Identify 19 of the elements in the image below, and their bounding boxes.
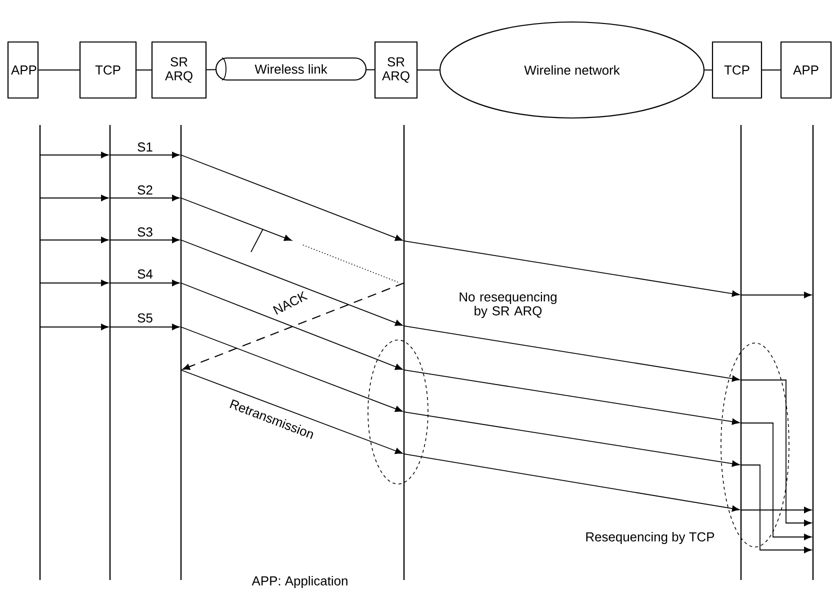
connector-line (206, 69, 216, 70)
legend-note: APP: Application (252, 576, 348, 588)
segment-label: S5 (138, 313, 152, 323)
link-cylinder: Wireless link (215, 57, 367, 81)
connector-line (366, 69, 375, 70)
annotation-text: No resequencing by SR ARQ (460, 292, 556, 318)
layer-box: SR ARQ (151, 41, 207, 99)
segment-label: S3 (138, 227, 152, 237)
segment-label: S1 (138, 142, 152, 152)
dashed-ellipse (720, 342, 790, 548)
layer-box: TCP (79, 41, 137, 99)
segment-label: S4 (138, 269, 153, 279)
dashed-ellipse (368, 340, 428, 484)
layer-box: SR ARQ (374, 41, 418, 99)
layer-box: APP (780, 41, 832, 99)
layer-box: APP (7, 41, 39, 99)
annotation-text: Resequencing by TCP (586, 532, 714, 544)
segment-label: S2 (138, 185, 152, 195)
layer-box: TCP (712, 41, 762, 99)
